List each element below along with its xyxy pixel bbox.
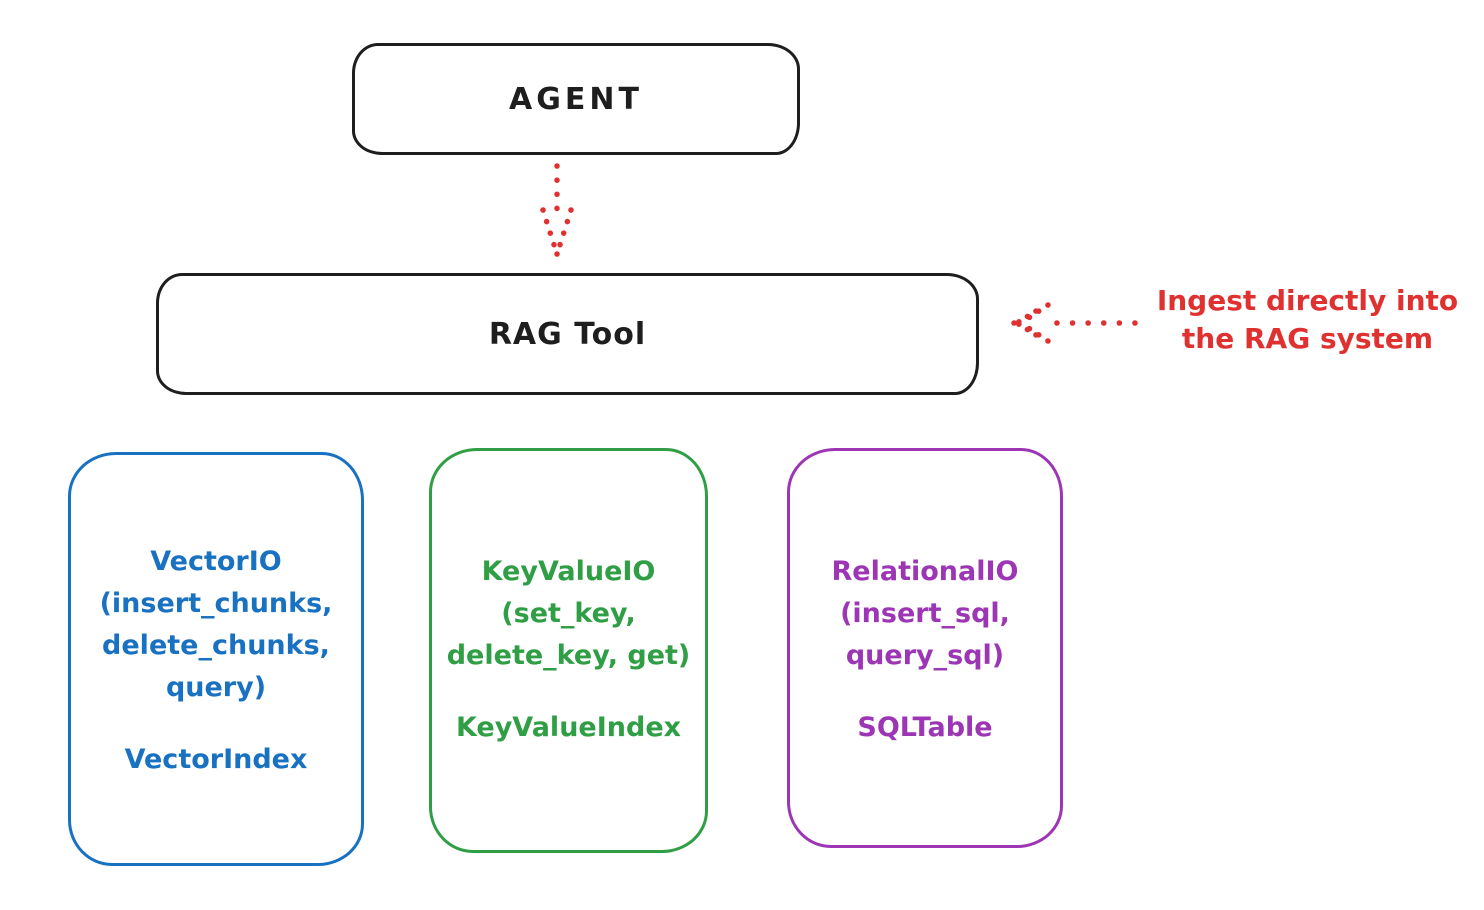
annotation-line-1: Ingest directly into	[1156, 284, 1459, 317]
dotted-arrow-left-strokes	[1011, 302, 1138, 344]
sql-table-label: SQLTable	[857, 712, 993, 743]
key-value-io-box: KeyValueIO (set_key, delete_key, get) Ke…	[429, 448, 708, 853]
agent-box: AGENT	[352, 43, 800, 155]
rag-tool-box: RAG Tool	[156, 273, 979, 395]
dotted-arrow-down-strokes	[540, 163, 574, 257]
relational-io-title: RelationalIO	[831, 556, 1019, 587]
dotted-arrow-down-icon	[540, 163, 574, 257]
agent-label: AGENT	[509, 81, 643, 117]
relational-io-box: RelationalIO (insert_sql, query_sql) SQL…	[787, 448, 1063, 848]
key-value-index-label: KeyValueIndex	[455, 712, 682, 743]
key-value-io-method-line: delete_key, get)	[446, 640, 691, 671]
annotation-line-2: the RAG system	[1181, 322, 1434, 355]
vector-io-box: VectorIO (insert_chunks, delete_chunks, …	[68, 452, 364, 866]
vector-index-label: VectorIndex	[124, 744, 308, 775]
relational-io-method-line: query_sql)	[845, 640, 1005, 671]
relational-io-method-line: (insert_sql,	[840, 598, 1010, 629]
vector-io-method-line: (insert_chunks,	[99, 588, 333, 619]
key-value-io-title: KeyValueIO	[481, 556, 656, 587]
vector-io-method-line: query)	[165, 672, 267, 703]
dotted-arrow-left-icon	[1011, 302, 1138, 344]
key-value-io-method-line: (set_key,	[501, 598, 636, 629]
vector-io-method-line: delete_chunks,	[102, 630, 330, 661]
rag-tool-label: RAG Tool	[488, 316, 647, 352]
ingest-annotation: Ingest directly into the RAG system	[1140, 282, 1475, 358]
vector-io-title: VectorIO	[150, 546, 282, 577]
